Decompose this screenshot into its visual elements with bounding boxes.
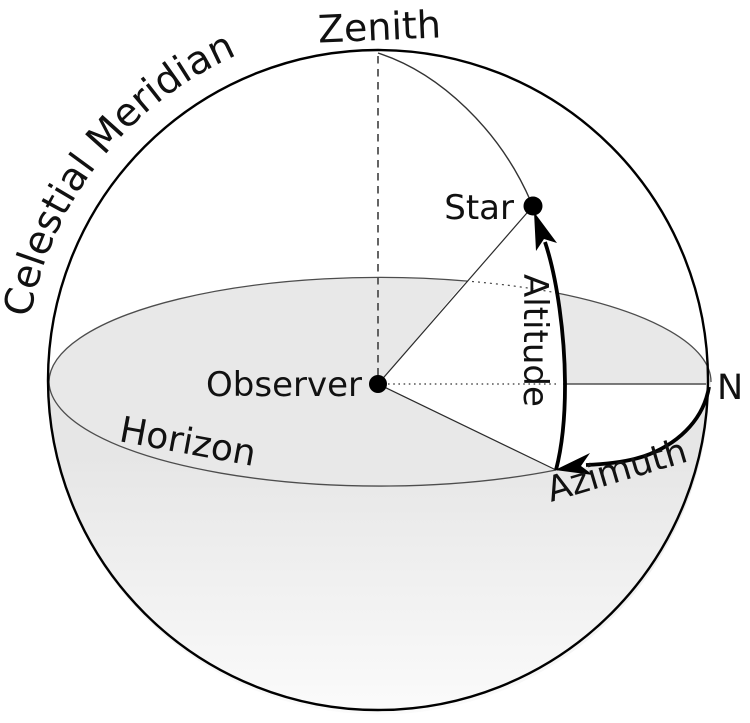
azimuth-arc <box>585 386 711 467</box>
altitude-label: Altitude <box>515 274 555 407</box>
observer-star-line <box>377 205 534 385</box>
star-label: Star <box>444 188 514 228</box>
azimuth-arrowhead <box>555 453 593 475</box>
celestial-sphere-outline <box>46 48 710 712</box>
zenith-label: Zenith <box>317 2 442 51</box>
vertical-circle-arc <box>377 52 532 203</box>
horizon-edge-lower <box>48 381 557 487</box>
star-dot <box>523 196 543 216</box>
horizon-edge-upper-left <box>48 276 467 383</box>
observer-azimuth-line <box>377 383 557 471</box>
observer-dot <box>369 375 387 393</box>
north-label: N <box>717 368 743 408</box>
observer-label: Observer <box>206 365 362 405</box>
altitude-arc <box>543 241 567 471</box>
altitude-arrowhead <box>534 212 557 251</box>
altitude-white-sector <box>378 204 565 470</box>
horizon-hidden-edge-dotted <box>465 280 558 294</box>
below-horizon-shading <box>48 382 709 715</box>
